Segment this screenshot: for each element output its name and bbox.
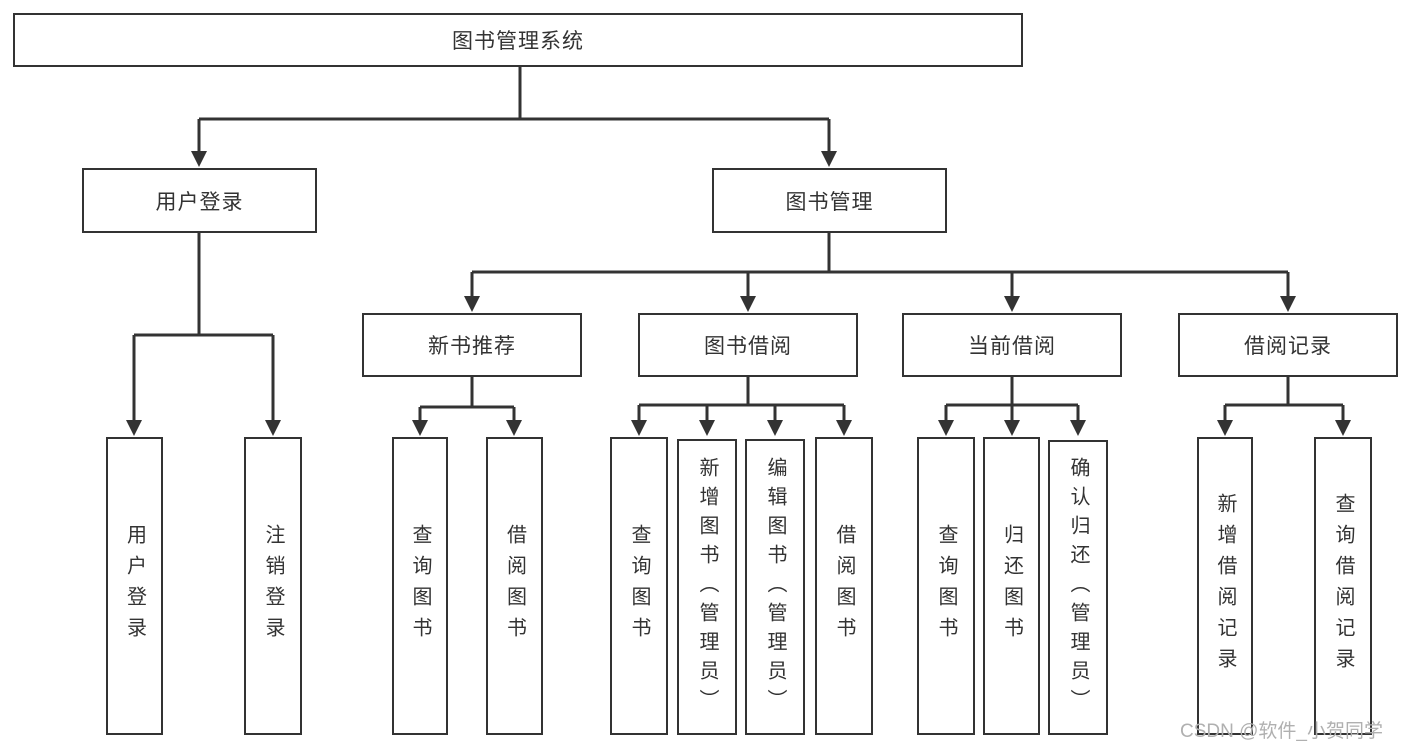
node-new-book-recommend-label: 新书推荐 — [428, 335, 516, 358]
leaf-add-borrow-record-label: 新增借阅记录 — [1214, 493, 1236, 679]
leaf-query-books-borrow-label: 查询图书 — [628, 524, 650, 648]
csdn-watermark: CSDN @软件_小贺同学 — [1180, 721, 1383, 742]
leaf-user-login: 用户登录 — [106, 437, 163, 735]
node-book-borrow: 图书借阅 — [638, 313, 858, 377]
leaf-return-book: 归还图书 — [983, 437, 1040, 735]
node-book-borrow-label: 图书借阅 — [704, 335, 792, 358]
leaf-borrow-books-recommend-label: 借阅图书 — [503, 524, 526, 648]
node-book-management-label: 图书管理 — [785, 190, 874, 214]
leaf-query-books-current: 查询图书 — [917, 437, 975, 735]
node-current-borrow-label: 当前借阅 — [968, 335, 1056, 358]
node-borrow-records-label: 借阅记录 — [1244, 335, 1332, 358]
node-user-login: 用户登录 — [82, 168, 317, 233]
node-borrow-records: 借阅记录 — [1178, 313, 1398, 377]
leaf-edit-book-admin: 编辑图书（管理员） — [745, 439, 805, 735]
leaf-query-borrow-record-label: 查询借阅记录 — [1332, 493, 1354, 679]
node-current-borrow: 当前借阅 — [902, 313, 1122, 377]
leaf-confirm-return-admin-label: 确认归还（管理员） — [1067, 457, 1089, 718]
leaf-query-borrow-record: 查询借阅记录 — [1314, 437, 1372, 735]
leaf-borrow-books-recommend: 借阅图书 — [486, 437, 543, 735]
leaf-add-book-admin: 新增图书（管理员） — [677, 439, 737, 735]
leaf-user-login-label: 用户登录 — [123, 524, 146, 648]
leaf-return-book-label: 归还图书 — [1000, 524, 1023, 648]
node-user-login-label: 用户登录 — [155, 190, 244, 214]
node-new-book-recommend: 新书推荐 — [362, 313, 582, 377]
leaf-add-book-admin-label: 新增图书（管理员） — [696, 456, 718, 718]
node-library-system: 图书管理系统 — [13, 13, 1023, 67]
leaf-edit-book-admin-label: 编辑图书（管理员） — [764, 456, 786, 718]
leaf-add-borrow-record: 新增借阅记录 — [1197, 437, 1253, 735]
leaf-confirm-return-admin: 确认归还（管理员） — [1048, 440, 1108, 735]
node-library-system-label: 图书管理系统 — [452, 30, 584, 53]
leaf-query-books-current-label: 查询图书 — [935, 524, 957, 648]
leaf-logout-label: 注销登录 — [262, 524, 284, 648]
leaf-borrow-books-borrow-label: 借阅图书 — [833, 524, 855, 648]
leaf-query-books-recommend: 查询图书 — [392, 437, 448, 735]
leaf-query-books-recommend-label: 查询图书 — [409, 524, 431, 648]
node-book-management: 图书管理 — [712, 168, 947, 233]
leaf-borrow-books-borrow: 借阅图书 — [815, 437, 873, 735]
leaf-logout: 注销登录 — [244, 437, 302, 735]
leaf-query-books-borrow: 查询图书 — [610, 437, 668, 735]
